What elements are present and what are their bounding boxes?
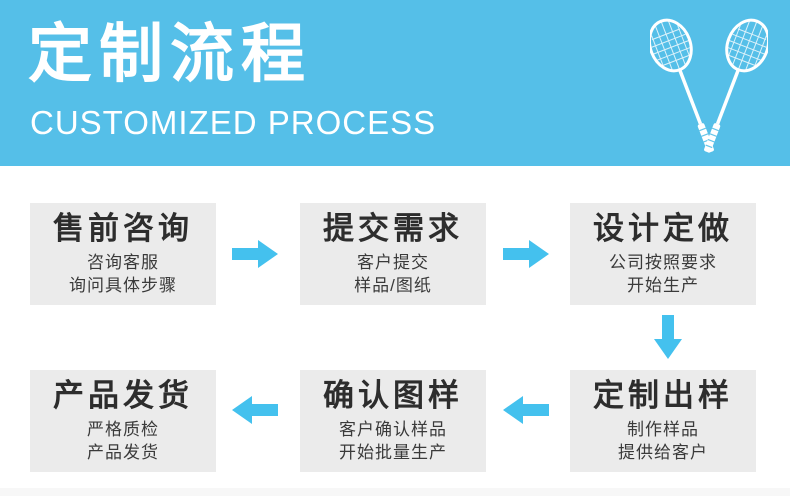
bottom-strip [0,488,790,496]
step-line: 询问具体步骤 [69,275,177,295]
step-box-submit-requirements: 提交需求 客户提交 样品/图纸 [300,203,486,305]
step-box-presale-consult: 售前咨询 咨询客服 询问具体步骤 [30,203,216,305]
arrow-right-icon [232,240,278,268]
step-box-product-shipping: 产品发货 严格质检 产品发货 [30,370,216,472]
step-line: 制作样品 [627,419,699,439]
page-subtitle: CUSTOMIZED PROCESS [30,104,437,141]
step-line: 提供给客户 [618,442,708,462]
arrow-left-icon [232,396,278,424]
step-line: 开始生产 [627,275,699,295]
step-line: 开始批量生产 [339,442,447,462]
step-box-design-customize: 设计定做 公司按照要求 开始生产 [570,203,756,305]
step-title: 确认图样 [323,378,463,414]
step-title: 售前咨询 [53,211,193,247]
step-line: 样品/图纸 [354,275,432,295]
arrow-down-icon [654,315,682,359]
step-title: 产品发货 [53,378,193,414]
step-line: 公司按照要求 [609,252,717,272]
badminton-rackets-icon [650,16,768,158]
step-box-custom-sample: 定制出样 制作样品 提供给客户 [570,370,756,472]
step-title: 提交需求 [323,211,463,247]
step-line: 客户提交 [357,252,429,272]
step-line: 咨询客服 [87,252,159,272]
page-title: 定制流程 [28,18,312,90]
step-line: 客户确认样品 [339,419,447,439]
arrow-left-icon [503,396,549,424]
arrow-right-icon [503,240,549,268]
step-line: 严格质检 [87,419,159,439]
step-title: 定制出样 [593,378,733,414]
step-title: 设计定做 [593,211,733,247]
banner: 定制流程 CUSTOMIZED PROCESS [0,0,790,166]
step-line: 产品发货 [87,442,159,462]
step-box-confirm-sample-drawing: 确认图样 客户确认样品 开始批量生产 [300,370,486,472]
